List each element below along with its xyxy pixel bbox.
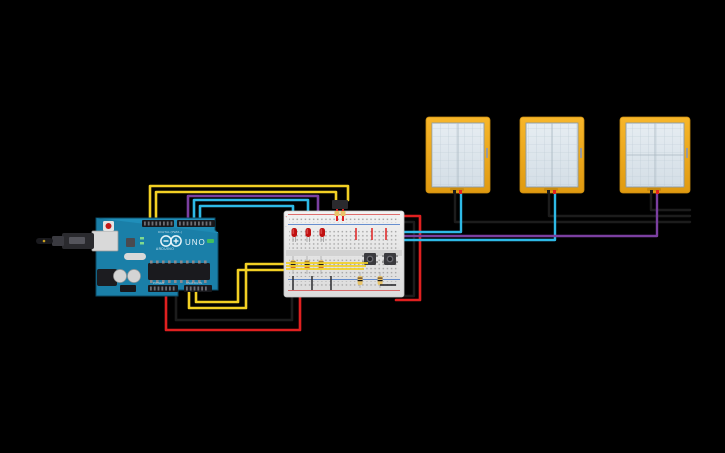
center-channel [286,250,402,256]
breadboard[interactable]: + - [283,210,405,298]
tx-led [140,237,144,240]
arduino-logo: ARDUINO UNO [156,235,206,251]
wire-red-power[interactable] [164,286,302,332]
sensor-resistor-2 [340,211,346,216]
wire-panel2-pos[interactable] [547,188,692,218]
jumper-black-group[interactable] [292,276,332,290]
arduino-uno-board[interactable]: DIGITAL (PWM~) ARDUINO UNO [36,217,219,297]
resistor-4[interactable] [357,272,363,288]
rail-top-plus-label: + [285,215,287,219]
power-led [207,239,214,243]
led-3[interactable] [319,228,326,242]
sensor-module[interactable] [332,200,348,221]
usb-plug-detail [69,237,85,244]
led-2[interactable] [305,228,312,242]
solar-panel-1-terminal-neg[interactable] [459,190,462,194]
wire-panel1-pos[interactable] [453,188,692,224]
uno-silk-label: UNO [185,238,206,247]
led-1[interactable] [291,228,298,242]
analog-header-label: ANALOG IN [186,281,202,285]
power-header-label: POWER [153,281,165,285]
sensor-resistor-1 [334,211,340,216]
voltage-regulator [126,238,135,247]
solar-panel-3[interactable] [619,116,691,194]
icsp-header[interactable] [120,285,136,292]
rail-bottom-holes[interactable] [289,281,399,288]
solar-panel-1-side-tab [486,148,488,158]
sensor-module-body [332,200,348,209]
atmega-ic[interactable] [148,263,210,280]
pushbutton-1[interactable] [362,253,378,265]
wire-yellow-analog-1[interactable] [187,262,286,310]
digital-header-label: DIGITAL (PWM~) [158,230,182,234]
solar-panel-3-side-tab [686,148,688,158]
solar-panel-1[interactable] [425,116,491,194]
solar-panel-2-side-tab [580,148,582,158]
pushbutton-2[interactable] [382,253,398,265]
solar-panel-2[interactable] [519,116,585,194]
wire-black-ground[interactable] [174,286,294,322]
power-header[interactable]: POWER [148,281,178,292]
solar-panel-3-terminal-neg[interactable] [656,190,659,194]
capacitor-1 [113,269,127,283]
wire-yellow-d-top-2[interactable] [154,190,338,224]
rx-led [140,242,144,245]
wire-panel3-pos[interactable] [649,188,692,212]
rail-top-minus-label: - [285,224,286,228]
capacitor-2 [127,269,141,283]
jumper-red-group[interactable] [355,228,387,240]
usb-b-port[interactable] [91,230,119,252]
barrel-jack[interactable] [97,269,117,286]
wire-yellow-analog-2[interactable] [194,268,286,304]
solar-panel-3-terminal-pos[interactable] [650,190,653,194]
wire-yellow-d-top-1[interactable] [148,184,350,224]
arduino-silk-label: ARDUINO [156,247,174,251]
digital-header[interactable]: DIGITAL (PWM~) [142,220,215,234]
solar-panel-2-terminal-neg[interactable] [553,190,556,194]
crystal-oscillator [124,253,146,260]
wire-red-bus-right[interactable] [394,214,422,302]
usb-cable-neck [52,236,64,246]
analog-header[interactable]: ANALOG IN [184,281,212,292]
jumper-yellow-bundle[interactable] [286,262,368,270]
reset-button[interactable] [105,223,112,229]
usb-led-dot [42,239,46,243]
solar-panel-2-terminal-pos[interactable] [547,190,550,194]
wire-panel3-neg[interactable] [304,188,659,238]
solar-panel-1-terminal-pos[interactable] [453,190,456,194]
